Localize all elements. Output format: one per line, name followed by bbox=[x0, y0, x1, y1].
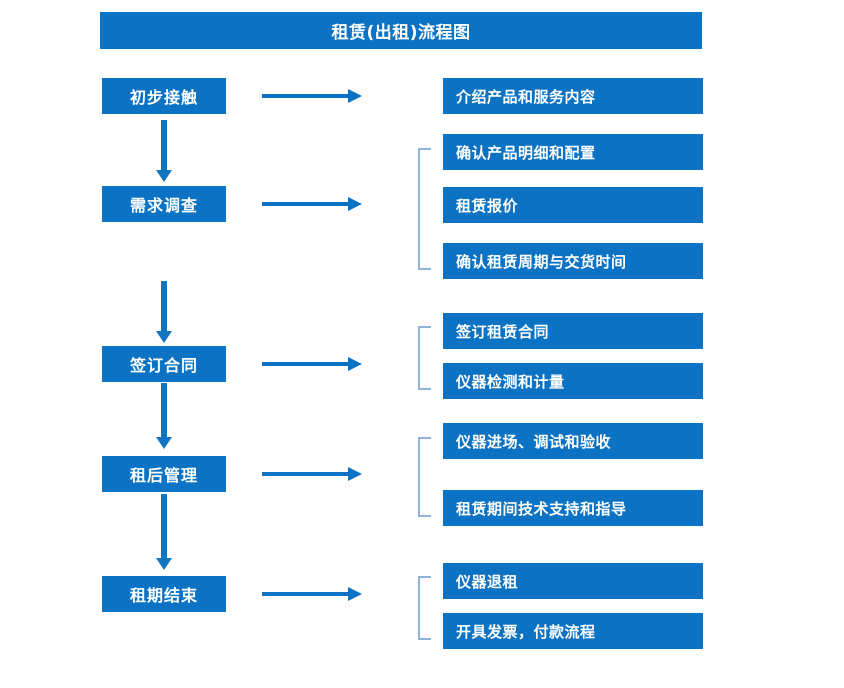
arrow-shaft bbox=[262, 592, 348, 596]
arrow-head bbox=[348, 587, 362, 601]
detail-box-10[interactable]: 开具发票，付款流程 bbox=[443, 613, 703, 649]
arrow-head bbox=[348, 89, 362, 103]
stage-box-4[interactable]: 租后管理 bbox=[102, 456, 226, 492]
arrow-head bbox=[156, 437, 172, 449]
group-bracket-2 bbox=[418, 148, 431, 270]
arrow-head bbox=[156, 558, 172, 570]
diagram-title: 租赁(出租)流程图 bbox=[100, 12, 702, 49]
stage-box-3[interactable]: 签订合同 bbox=[102, 346, 226, 382]
arrow-shaft bbox=[161, 281, 167, 331]
arrow-head bbox=[348, 357, 362, 371]
stage-box-1[interactable]: 初步接触 bbox=[102, 78, 226, 114]
arrow-right-2 bbox=[262, 197, 362, 211]
arrow-head bbox=[348, 467, 362, 481]
arrow-right-5 bbox=[262, 587, 362, 601]
arrow-down-3 bbox=[156, 383, 172, 449]
arrow-shaft bbox=[161, 120, 167, 170]
stage-box-5[interactable]: 租期结束 bbox=[102, 576, 226, 612]
detail-box-5[interactable]: 签订租赁合同 bbox=[443, 313, 703, 349]
arrow-shaft bbox=[161, 383, 167, 437]
arrow-shaft bbox=[262, 472, 348, 476]
arrow-down-4 bbox=[156, 494, 172, 570]
detail-box-8[interactable]: 租赁期间技术支持和指导 bbox=[443, 490, 703, 526]
arrow-right-4 bbox=[262, 467, 362, 481]
stage-box-2[interactable]: 需求调查 bbox=[102, 186, 226, 222]
arrow-shaft bbox=[262, 94, 348, 98]
arrow-shaft bbox=[262, 362, 348, 366]
arrow-down-2 bbox=[156, 281, 172, 343]
detail-box-3[interactable]: 租赁报价 bbox=[443, 187, 703, 223]
arrow-head bbox=[156, 170, 172, 182]
arrow-shaft bbox=[161, 494, 167, 558]
group-bracket-5 bbox=[418, 576, 431, 640]
detail-box-4[interactable]: 确认租赁周期与交货时间 bbox=[443, 243, 703, 279]
detail-box-6[interactable]: 仪器检测和计量 bbox=[443, 363, 703, 399]
detail-box-9[interactable]: 仪器退租 bbox=[443, 563, 703, 599]
group-bracket-3 bbox=[418, 326, 431, 390]
arrow-right-3 bbox=[262, 357, 362, 371]
detail-box-7[interactable]: 仪器进场、调试和验收 bbox=[443, 423, 703, 459]
detail-box-1[interactable]: 介绍产品和服务内容 bbox=[443, 78, 703, 114]
arrow-right-1 bbox=[262, 89, 362, 103]
arrow-shaft bbox=[262, 202, 348, 206]
arrow-head bbox=[156, 331, 172, 343]
arrow-head bbox=[348, 197, 362, 211]
group-bracket-4 bbox=[418, 437, 431, 517]
detail-box-2[interactable]: 确认产品明细和配置 bbox=[443, 134, 703, 170]
arrow-down-1 bbox=[156, 120, 172, 182]
